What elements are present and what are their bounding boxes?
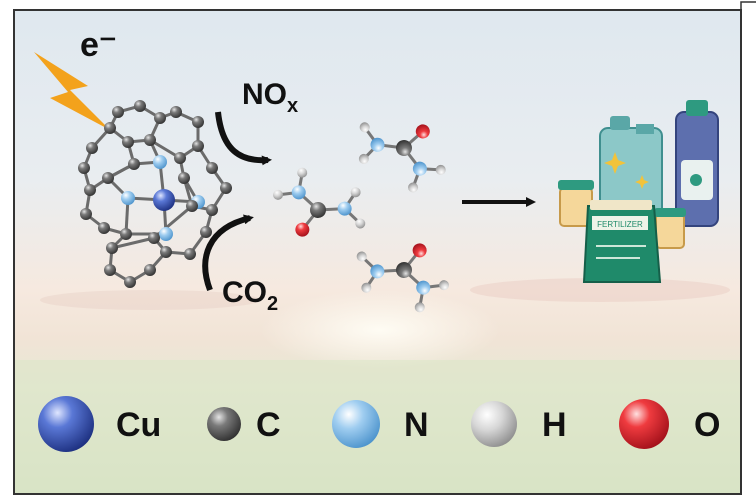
- h-atom: [273, 189, 284, 200]
- c-atom: [186, 200, 198, 212]
- nox-arrow: [215, 111, 272, 166]
- c-atom: [206, 204, 218, 216]
- o-atom: [295, 222, 310, 237]
- electron-label: e⁻: [80, 26, 117, 64]
- n-atom: [412, 161, 427, 176]
- co2-arrow: [202, 214, 254, 292]
- legend-item-h: H: [471, 401, 567, 447]
- h-atom: [408, 182, 419, 193]
- c-atom: [220, 182, 232, 194]
- c-atom: [86, 142, 98, 154]
- h-atom: [297, 167, 308, 178]
- small-jar-icon: [655, 213, 685, 249]
- cu-atom: [153, 189, 175, 211]
- c-atom: [396, 262, 412, 278]
- h-atom: [356, 251, 367, 262]
- c-atom: [80, 208, 92, 220]
- c-atom: [98, 222, 110, 234]
- c-atom: [104, 264, 116, 276]
- c-atom: [128, 158, 140, 170]
- c-atom: [174, 152, 186, 164]
- frame-border: [13, 9, 742, 495]
- catalyst-molecule: [78, 100, 232, 288]
- svg-text:Cu: Cu: [116, 406, 161, 444]
- h-atom: [355, 218, 366, 229]
- bond: [111, 236, 155, 250]
- c-atom: [78, 162, 90, 174]
- c-atom: [396, 140, 412, 156]
- c-atom: [102, 172, 114, 184]
- c-atom: [170, 106, 182, 118]
- c-atom: [184, 248, 196, 260]
- o-atom-icon: [619, 399, 669, 449]
- n-atom: [370, 137, 385, 152]
- legend-item-cu: Cu: [38, 396, 161, 452]
- n-atom: [159, 227, 173, 241]
- n-atom: [153, 155, 167, 169]
- fertilizer-bag-label: FERTILIZER: [597, 220, 643, 229]
- c-atom: [206, 162, 218, 174]
- legend: Cu C N H O: [38, 396, 720, 452]
- h-atom: [414, 302, 425, 313]
- n-atom: [291, 185, 306, 200]
- n-atom: [370, 264, 385, 279]
- c-atom: [134, 100, 146, 112]
- urea-molecule: [273, 167, 366, 237]
- c-atom: [122, 136, 134, 148]
- c-atom: [154, 112, 166, 124]
- c-atom: [120, 228, 132, 240]
- c-atom: [106, 242, 118, 254]
- fertilizer-products: FERTILIZER: [558, 100, 719, 283]
- legend-item-c: C: [207, 406, 281, 444]
- nox-label: NOx: [242, 78, 298, 117]
- c-atom: [148, 232, 160, 244]
- urea-molecule: [358, 122, 446, 193]
- c-atom: [124, 276, 136, 288]
- n-atom: [416, 280, 431, 295]
- c-atom-icon: [207, 407, 241, 441]
- h-atom: [359, 122, 370, 133]
- o-atom: [412, 243, 427, 258]
- c-atom: [310, 202, 326, 218]
- c-atom: [192, 116, 204, 128]
- h-atom: [350, 187, 361, 198]
- c-atom: [178, 172, 190, 184]
- h-atom: [438, 280, 449, 291]
- urea-molecule: [356, 243, 449, 313]
- o-atom: [415, 124, 430, 139]
- urea-molecules: [273, 122, 449, 313]
- n-atom: [337, 201, 352, 216]
- legend-item-n: N: [332, 400, 429, 448]
- c-atom: [200, 226, 212, 238]
- h-atom: [358, 153, 369, 164]
- svg-text:O: O: [694, 406, 720, 444]
- svg-text:H: H: [542, 406, 567, 444]
- cu-atom-icon: [38, 396, 94, 452]
- h-atom: [361, 282, 372, 293]
- co2-label: CO2: [222, 276, 278, 315]
- svg-text:C: C: [256, 406, 281, 444]
- c-atom: [144, 264, 156, 276]
- c-atom: [112, 106, 124, 118]
- c-atom: [84, 184, 96, 196]
- c-atom: [160, 246, 172, 258]
- n-atom: [121, 191, 135, 205]
- sun-glow: [260, 290, 500, 370]
- legend-item-o: O: [619, 399, 720, 449]
- c-atom: [144, 134, 156, 146]
- h-atom-icon: [471, 401, 517, 447]
- h-atom: [435, 164, 446, 175]
- c-atom: [192, 140, 204, 152]
- svg-text:N: N: [404, 406, 429, 444]
- lightning-bolt-icon: [34, 52, 110, 130]
- n-atom-icon: [332, 400, 380, 448]
- c-atom: [104, 122, 116, 134]
